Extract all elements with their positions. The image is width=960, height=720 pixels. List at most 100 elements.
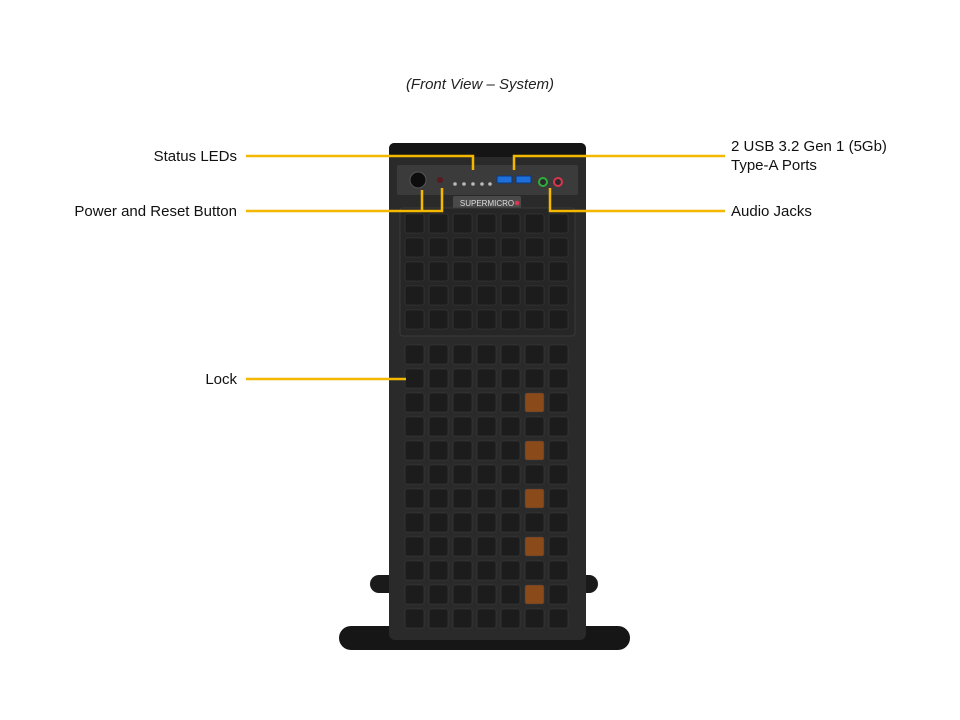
- vent-cell: [452, 285, 473, 306]
- vent-cell: [452, 213, 473, 234]
- leader-power-reset: [246, 188, 444, 213]
- vent-cell: [524, 344, 545, 365]
- vent-cell: [548, 368, 569, 389]
- callout-status-leds: Status LEDs: [153, 148, 237, 165]
- vent-cell: [428, 512, 449, 533]
- chassis-top: [389, 143, 586, 157]
- vent-cell: [524, 464, 545, 485]
- vent-cell: [404, 285, 425, 306]
- vent-cell: [404, 309, 425, 330]
- vent-cell: [404, 368, 425, 389]
- vent-cell: [476, 344, 497, 365]
- vent-cell: [428, 440, 449, 461]
- leader-status-leds: [246, 154, 475, 170]
- vent-cell: [404, 344, 425, 365]
- vent-cell: [500, 560, 521, 581]
- vent-cell: [524, 440, 545, 461]
- brand-logo: SUPERMICRO: [460, 199, 514, 208]
- status-led: [462, 182, 466, 186]
- vent-cell: [476, 416, 497, 437]
- vent-cell: [500, 488, 521, 509]
- vent-cell: [404, 440, 425, 461]
- vent-cell: [428, 488, 449, 509]
- vent-cell: [524, 213, 545, 234]
- leader-audio: [548, 188, 725, 213]
- vent-cell: [428, 464, 449, 485]
- vent-cell: [428, 213, 449, 234]
- vent-cell: [404, 512, 425, 533]
- vent-cell: [500, 416, 521, 437]
- audio-jack-pink[interactable]: [553, 177, 563, 187]
- vent-cell: [548, 488, 569, 509]
- vent-cell: [548, 344, 569, 365]
- vent-cell: [404, 608, 425, 629]
- vent-cell: [404, 536, 425, 557]
- vent-cell: [452, 560, 473, 581]
- vent-cell: [500, 261, 521, 282]
- figure-caption: (Front View – System): [405, 76, 555, 93]
- grille-lower: [404, 344, 569, 629]
- vent-cell: [428, 309, 449, 330]
- vent-cell: [524, 392, 545, 413]
- vent-cell: [404, 237, 425, 258]
- vent-cell: [404, 464, 425, 485]
- vent-cell: [500, 392, 521, 413]
- vent-cell: [524, 309, 545, 330]
- audio-jack-green[interactable]: [538, 177, 548, 187]
- vent-cell: [476, 261, 497, 282]
- callout-usb-line2: Type-A Ports: [731, 157, 817, 174]
- vent-cell: [524, 584, 545, 605]
- vent-cell: [452, 512, 473, 533]
- vent-cell: [524, 416, 545, 437]
- reset-button[interactable]: [437, 177, 443, 183]
- vent-cell: [452, 536, 473, 557]
- vent-cell: [524, 488, 545, 509]
- vent-cell: [404, 213, 425, 234]
- vent-cell: [548, 237, 569, 258]
- status-led: [488, 182, 492, 186]
- callout-usb-line1: 2 USB 3.2 Gen 1 (5Gb): [731, 138, 887, 155]
- vent-cell: [452, 392, 473, 413]
- vent-cell: [452, 344, 473, 365]
- vent-cell: [404, 416, 425, 437]
- vent-cell: [452, 464, 473, 485]
- vent-cell: [476, 368, 497, 389]
- vent-cell: [524, 608, 545, 629]
- vent-cell: [500, 368, 521, 389]
- vent-cell: [500, 237, 521, 258]
- vent-cell: [452, 309, 473, 330]
- vent-cell: [476, 560, 497, 581]
- vent-cell: [524, 261, 545, 282]
- vent-cell: [452, 440, 473, 461]
- vent-cell: [404, 584, 425, 605]
- usb-port[interactable]: [515, 175, 532, 184]
- vent-cell: [404, 261, 425, 282]
- vent-cell: [548, 261, 569, 282]
- status-led: [480, 182, 484, 186]
- leader-usb: [512, 154, 725, 170]
- vent-cell: [548, 536, 569, 557]
- vent-cell: [428, 237, 449, 258]
- vent-cell: [428, 560, 449, 581]
- vent-cell: [476, 213, 497, 234]
- vent-cell: [524, 285, 545, 306]
- vent-cell: [476, 285, 497, 306]
- vent-cell: [524, 512, 545, 533]
- vent-cell: [428, 608, 449, 629]
- vent-cell: [548, 213, 569, 234]
- vent-cell: [476, 512, 497, 533]
- grille-upper: [404, 213, 569, 330]
- vent-cell: [548, 584, 569, 605]
- vent-cell: [548, 608, 569, 629]
- vent-cell: [476, 536, 497, 557]
- vent-cell: [428, 344, 449, 365]
- vent-cell: [548, 285, 569, 306]
- vent-cell: [428, 261, 449, 282]
- power-button[interactable]: [409, 171, 427, 189]
- vent-cell: [548, 440, 569, 461]
- vent-cell: [500, 440, 521, 461]
- usb-port[interactable]: [496, 175, 513, 184]
- vent-cell: [452, 488, 473, 509]
- vent-cell: [500, 536, 521, 557]
